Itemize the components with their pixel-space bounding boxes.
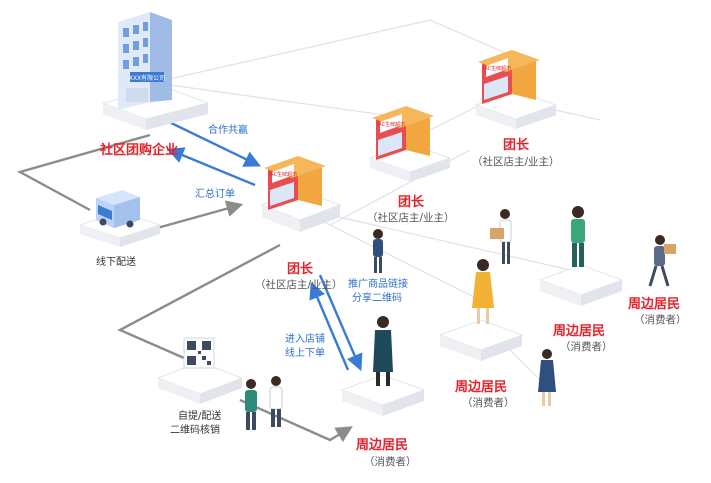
- person-icon-courier: [648, 235, 676, 287]
- cooperate-arrow: [164, 118, 262, 167]
- summary-order-arrow: [166, 147, 256, 187]
- resident3-platform: [538, 264, 624, 306]
- leader-2-subtitle: （社区店主/业主）: [367, 212, 455, 224]
- promote-arrow: [318, 274, 363, 372]
- resident1-platform: [340, 374, 426, 416]
- leader-3-title: 团长: [503, 138, 530, 153]
- shop-icon-2: JAC生鲜超市: [372, 106, 434, 160]
- flow-promote-line2: 分享二维码: [352, 293, 402, 304]
- person-icon-pickup-pair: [245, 376, 283, 430]
- flow-summary-order-label: 汇总订单: [195, 189, 235, 200]
- resident2-platform: [438, 319, 524, 361]
- pickup-line2: 二维码核销: [170, 425, 220, 436]
- resident-4-subtitle: （消费者）: [634, 314, 687, 326]
- flow-enter-line1: 进入店铺: [285, 334, 325, 345]
- enter-shop-arrow: [309, 281, 350, 371]
- person-icon-resident-coat: [373, 316, 393, 386]
- resident-1-subtitle: （消费者）: [364, 456, 417, 468]
- shop-sign-text: JAC生鲜超市: [376, 121, 405, 128]
- offline-delivery-label: 线下配送: [96, 257, 136, 268]
- resident-1-title: 周边居民: [356, 438, 409, 453]
- person-icon-phone-user: [538, 349, 556, 406]
- enterprise-label: 社区团购企业: [100, 143, 179, 158]
- office-building-icon: XXX有限公司: [118, 12, 172, 110]
- person-icon-box-carrier: [490, 209, 512, 264]
- flow-enter-line2: 线上下单: [285, 348, 325, 359]
- pickup-line1: 自提/配送: [178, 411, 222, 422]
- offline-delivery-arrow: [149, 200, 244, 232]
- delivery-truck-icon: [96, 190, 140, 228]
- shop-sign-text: JAC生鲜超市: [268, 171, 297, 178]
- leader-main-title: 团长: [287, 262, 314, 277]
- leader-main-subtitle: （社区店主/业主）: [255, 279, 343, 291]
- resident-3-title: 周边居民: [553, 324, 606, 339]
- connector-lines: [16, 133, 353, 443]
- shop-icon-3: JAC生鲜超市: [478, 50, 540, 104]
- pickup-to-resident-arrow: [239, 398, 353, 443]
- shop-icon-main: JAC生鲜超市: [264, 156, 326, 210]
- resident-2-title: 周边居民: [455, 380, 508, 395]
- flow-arrows: [164, 118, 363, 372]
- flow-promote-line1: 推广商品链接: [348, 279, 408, 290]
- leader-3-subtitle: （社区店主/业主）: [472, 156, 560, 168]
- resident-3-subtitle: （消费者）: [560, 341, 613, 353]
- enterprise-platform: [101, 86, 210, 130]
- resident-4-title: 周边居民: [628, 297, 681, 312]
- resident-2-subtitle: （消费者）: [462, 397, 515, 409]
- flow-cooperate-label: 合作共赢: [208, 125, 248, 136]
- company-sign: XXX有限公司: [129, 74, 165, 82]
- person-icon-green-shirt: [571, 206, 585, 267]
- enterprise-to-left-line: [16, 133, 151, 212]
- platforms: [78, 86, 624, 416]
- shop-sign-text: JAC生鲜超市: [482, 65, 511, 72]
- qr-code-icon: [183, 337, 215, 369]
- leader-2-title: 团长: [398, 195, 425, 210]
- person-icon-yellow-dress: [472, 259, 494, 324]
- leader-to-pickup-line: [117, 243, 281, 367]
- person-icon-promoter: [373, 229, 383, 273]
